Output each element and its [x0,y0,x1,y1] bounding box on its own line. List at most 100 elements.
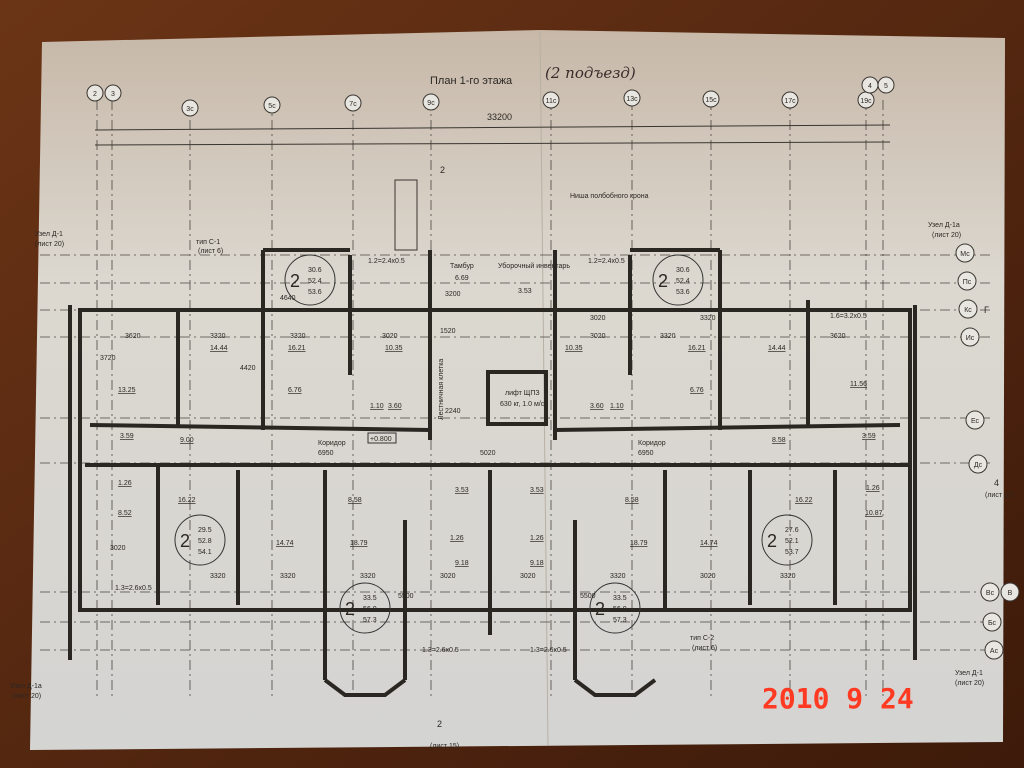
svg-text:52.4: 52.4 [308,278,322,285]
axis-label: 17с [784,98,796,105]
overall-dimension: 33200 [487,112,512,122]
balcony-labels: 1.2=2.4х0.5 1.2=2.4х0.5 1.6=3.2х0.5 1.3=… [115,258,867,654]
room-area: 3.53 [530,487,544,494]
dimension-label: 3020 [590,333,606,340]
svg-text:(лист 20): (лист 20) [955,680,984,687]
svg-text:Узел Д-1: Узел Д-1 [955,670,983,677]
svg-text:2: 2 [180,531,190,551]
svg-text:(лист 20): (лист 20) [35,241,64,248]
svg-text:630 кг, 1.0 м/с: 630 кг, 1.0 м/с [500,401,545,408]
axis-label: 3с [186,106,194,113]
apartment-badges: 230.652.453.6 230.652.453.6 229.552.854.… [174,254,813,634]
svg-text:В: В [1008,590,1013,597]
apartment-badge: 229.552.854.1 [174,514,226,566]
svg-text:Вс: Вс [986,590,995,597]
section-mark-bottom: 2 [437,719,442,729]
dimension-label: 3020 [700,573,716,580]
dimension-label: 3320 [360,573,376,580]
axis-label: 11с [546,98,557,105]
svg-text:1.3=2.6х0.5: 1.3=2.6х0.5 [422,647,459,654]
dimension-label: 3320 [290,333,306,340]
camera-timestamp: 2010 9 24 [762,682,914,715]
svg-text:1.3=2.6х0.5: 1.3=2.6х0.5 [530,647,567,654]
room-area: 3.59 [862,433,876,440]
svg-text:Узел Д-1а: Узел Д-1а [10,683,42,690]
room-area: 9.18 [530,560,544,567]
svg-text:30.6: 30.6 [676,267,690,274]
svg-text:Лестничная клетка: Лестничная клетка [438,359,445,420]
callouts: Узел Д-1 (лист 20) тип С-1 (лист 6) Узел… [10,192,984,700]
room-area: 16.21 [688,345,706,352]
svg-text:2240: 2240 [445,408,461,415]
room-area: 1.10 [610,403,624,410]
room-area: 18.79 [630,540,648,547]
room-area: 16.21 [288,345,306,352]
svg-text:(лист 6): (лист 6) [692,645,717,652]
dimension-label: 4420 [240,365,256,372]
svg-text:Коридор: Коридор [638,440,666,447]
apartment-badge: 227.652.153.7 [761,514,813,566]
svg-text:1520: 1520 [440,328,456,335]
dimension-label: 5500 [398,593,414,600]
room-area: 1.10 [370,403,384,410]
room-area: 10.35 [565,345,583,352]
dimension-label: 3320 [210,573,226,580]
axis-label: 19с [860,98,872,105]
svg-text:Бс: Бс [988,620,997,627]
room-area: 1.26 [118,480,132,487]
axis-bubbles-right: Мс Пс Кс Г Ис Ес Дс Вс В Бс Ас [955,243,1020,660]
svg-text:6950: 6950 [318,450,334,457]
svg-text:(лист 6): (лист 6) [198,248,223,255]
axis-label: 5 [884,83,888,90]
room-area: 11.56 [850,381,867,388]
svg-text:Г: Г [984,305,989,315]
dimension-label: 3320 [210,333,226,340]
room-area: 3.60 [590,403,604,410]
dimension-label: 3020 [440,573,456,580]
svg-text:30.6: 30.6 [308,267,322,274]
paper-sheet [30,30,1005,750]
svg-text:лифт ЩПЗ: лифт ЩПЗ [505,390,540,397]
axis-label: 9с [427,100,435,107]
svg-text:27.6: 27.6 [785,527,799,534]
room-area: 1.26 [866,485,880,492]
dimension-label: 3020 [520,573,536,580]
svg-text:53.6: 53.6 [676,289,690,296]
axis-label: 4 [868,83,872,90]
dimension-label: 3720 [100,355,116,362]
svg-text:57.3: 57.3 [613,617,627,624]
svg-text:1.3=2.6х0.5: 1.3=2.6х0.5 [115,585,152,592]
svg-text:Пс: Пс [963,279,972,286]
room-area: 16.22 [795,497,813,504]
svg-text:1.6=3.2х0.5: 1.6=3.2х0.5 [830,313,867,320]
apartment-badge: 230.652.453.6 [652,254,704,306]
dimension-label: 3020 [382,333,398,340]
dimension-label: 3020 [110,545,126,552]
svg-text:3.53: 3.53 [518,288,532,295]
section-mark-right-sheet: (лист 17) [985,492,1014,499]
svg-text:Тамбур: Тамбур [450,262,474,270]
section-mark-bottom-sheet: (лист 15) [430,743,459,750]
svg-text:1.2=2.4х0.5: 1.2=2.4х0.5 [368,258,405,265]
svg-text:3200: 3200 [445,291,461,298]
axis-bubbles-top: 2 3 3с 5с 7с 9с 11с 13с 15с 17с 19с 4 5 [86,76,895,117]
svg-text:56.0: 56.0 [613,606,627,613]
svg-text:2: 2 [658,271,668,291]
dimension-label: 3020 [590,315,606,322]
svg-text:2: 2 [767,531,777,551]
axis-label: 2 [93,91,97,98]
apartment-badge: 233.556.057.3 [339,582,391,634]
room-area: 8.52 [118,510,132,517]
apartment-badge: 230.652.453.6 [284,254,336,306]
stair-core: Тамбур 6.69 Уборочный инвентарь 3.53 320… [318,262,666,457]
dimension-label: 4640 [280,295,296,302]
section-mark-right: 4 [994,478,999,488]
room-area: 8.58 [772,437,786,444]
room-area: 6.76 [690,387,704,394]
room-area: 8.58 [348,497,362,504]
svg-text:Узел Д-1: Узел Д-1 [35,231,63,238]
svg-text:53.7: 53.7 [785,549,799,556]
